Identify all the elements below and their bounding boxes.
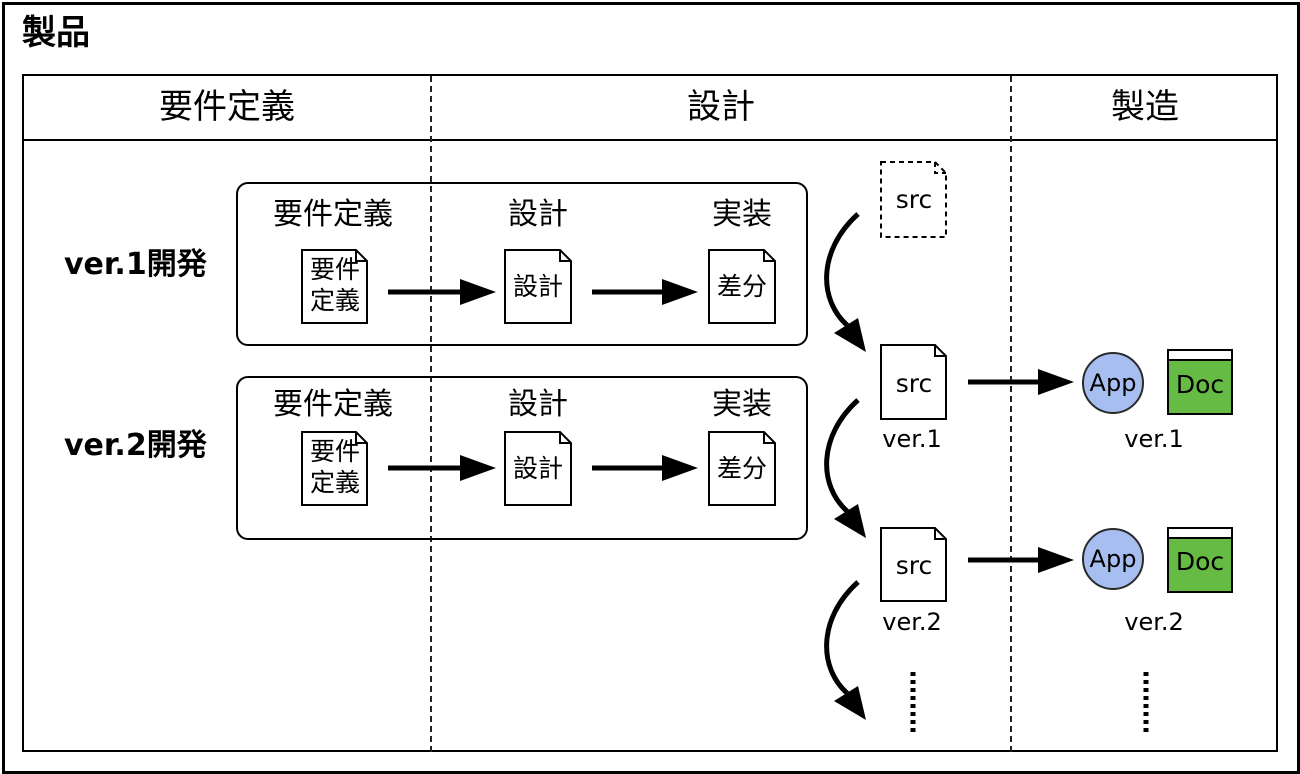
lane-divider-1 xyxy=(430,76,432,752)
curved-arrow-2 xyxy=(824,398,866,538)
header-divider xyxy=(22,139,1278,141)
step-label-requirements: 要件定義 xyxy=(273,197,393,232)
doc-book-label: Doc xyxy=(1175,547,1225,576)
src-draft-label: src xyxy=(895,185,933,214)
doc-design-ver2 xyxy=(504,431,572,506)
doc-text: 差分 xyxy=(716,272,767,301)
product-version-label: ver.2 xyxy=(1124,608,1184,636)
dev-box-ver2 xyxy=(236,376,808,540)
step-label-requirements: 要件定義 xyxy=(273,387,393,422)
doc-diff-ver1 xyxy=(708,249,776,324)
product-version-label: ver.1 xyxy=(1124,425,1184,453)
src-ver2-label: src xyxy=(895,551,933,580)
src-version-label: ver.1 xyxy=(882,425,942,453)
doc-requirements-ver2 xyxy=(301,431,368,506)
curved-arrow-1 xyxy=(824,212,866,352)
step-label-implementation: 実装 xyxy=(712,387,772,422)
diagram-title: 製品 xyxy=(22,13,90,53)
arrow-req-to-design-ver2 xyxy=(388,455,496,481)
arrow-design-to-impl-ver2 xyxy=(592,455,698,481)
app-circle-ver1: App xyxy=(1082,352,1144,414)
swimlane-panel xyxy=(22,74,1278,752)
arrow-design-to-impl-ver1 xyxy=(592,279,698,305)
doc-book-ver1 xyxy=(1167,349,1233,415)
src-version-label: ver.2 xyxy=(882,608,942,636)
doc-text: 設計 xyxy=(512,272,563,301)
step-label-implementation: 実装 xyxy=(712,197,772,232)
arrow-src-to-app-ver1 xyxy=(968,369,1074,395)
src-ver1-doc xyxy=(880,344,947,420)
src-ver2-doc xyxy=(880,527,947,602)
arrow-src-to-app-ver2 xyxy=(968,547,1074,573)
doc-text: 要件 定義 xyxy=(309,437,360,498)
doc-book-ver2 xyxy=(1167,527,1233,593)
row-label-ver2: ver.2開発 xyxy=(64,428,207,463)
arrow-req-to-design-ver1 xyxy=(388,279,496,305)
doc-text: 設計 xyxy=(512,454,563,483)
row-label-ver1: ver.1開発 xyxy=(64,247,207,282)
doc-text: 差分 xyxy=(716,454,767,483)
column-header-requirements: 要件定義 xyxy=(159,87,295,127)
doc-diff-ver2 xyxy=(708,431,776,506)
doc-text: 要件 定義 xyxy=(309,255,360,316)
src-draft-doc xyxy=(880,161,947,238)
app-circle-ver2: App xyxy=(1082,528,1144,590)
lane-divider-2 xyxy=(1010,76,1012,752)
column-header-manufacturing: 製造 xyxy=(1111,87,1179,127)
curved-arrow-3 xyxy=(824,580,866,720)
step-label-design: 設計 xyxy=(508,197,568,232)
doc-requirements-ver1 xyxy=(301,249,368,324)
dev-box-ver1 xyxy=(236,182,808,346)
src-ver1-label: src xyxy=(895,369,933,398)
doc-design-ver1 xyxy=(504,249,572,324)
column-header-design: 設計 xyxy=(687,87,755,127)
step-label-design: 設計 xyxy=(508,387,568,422)
doc-book-label: Doc xyxy=(1175,370,1225,399)
